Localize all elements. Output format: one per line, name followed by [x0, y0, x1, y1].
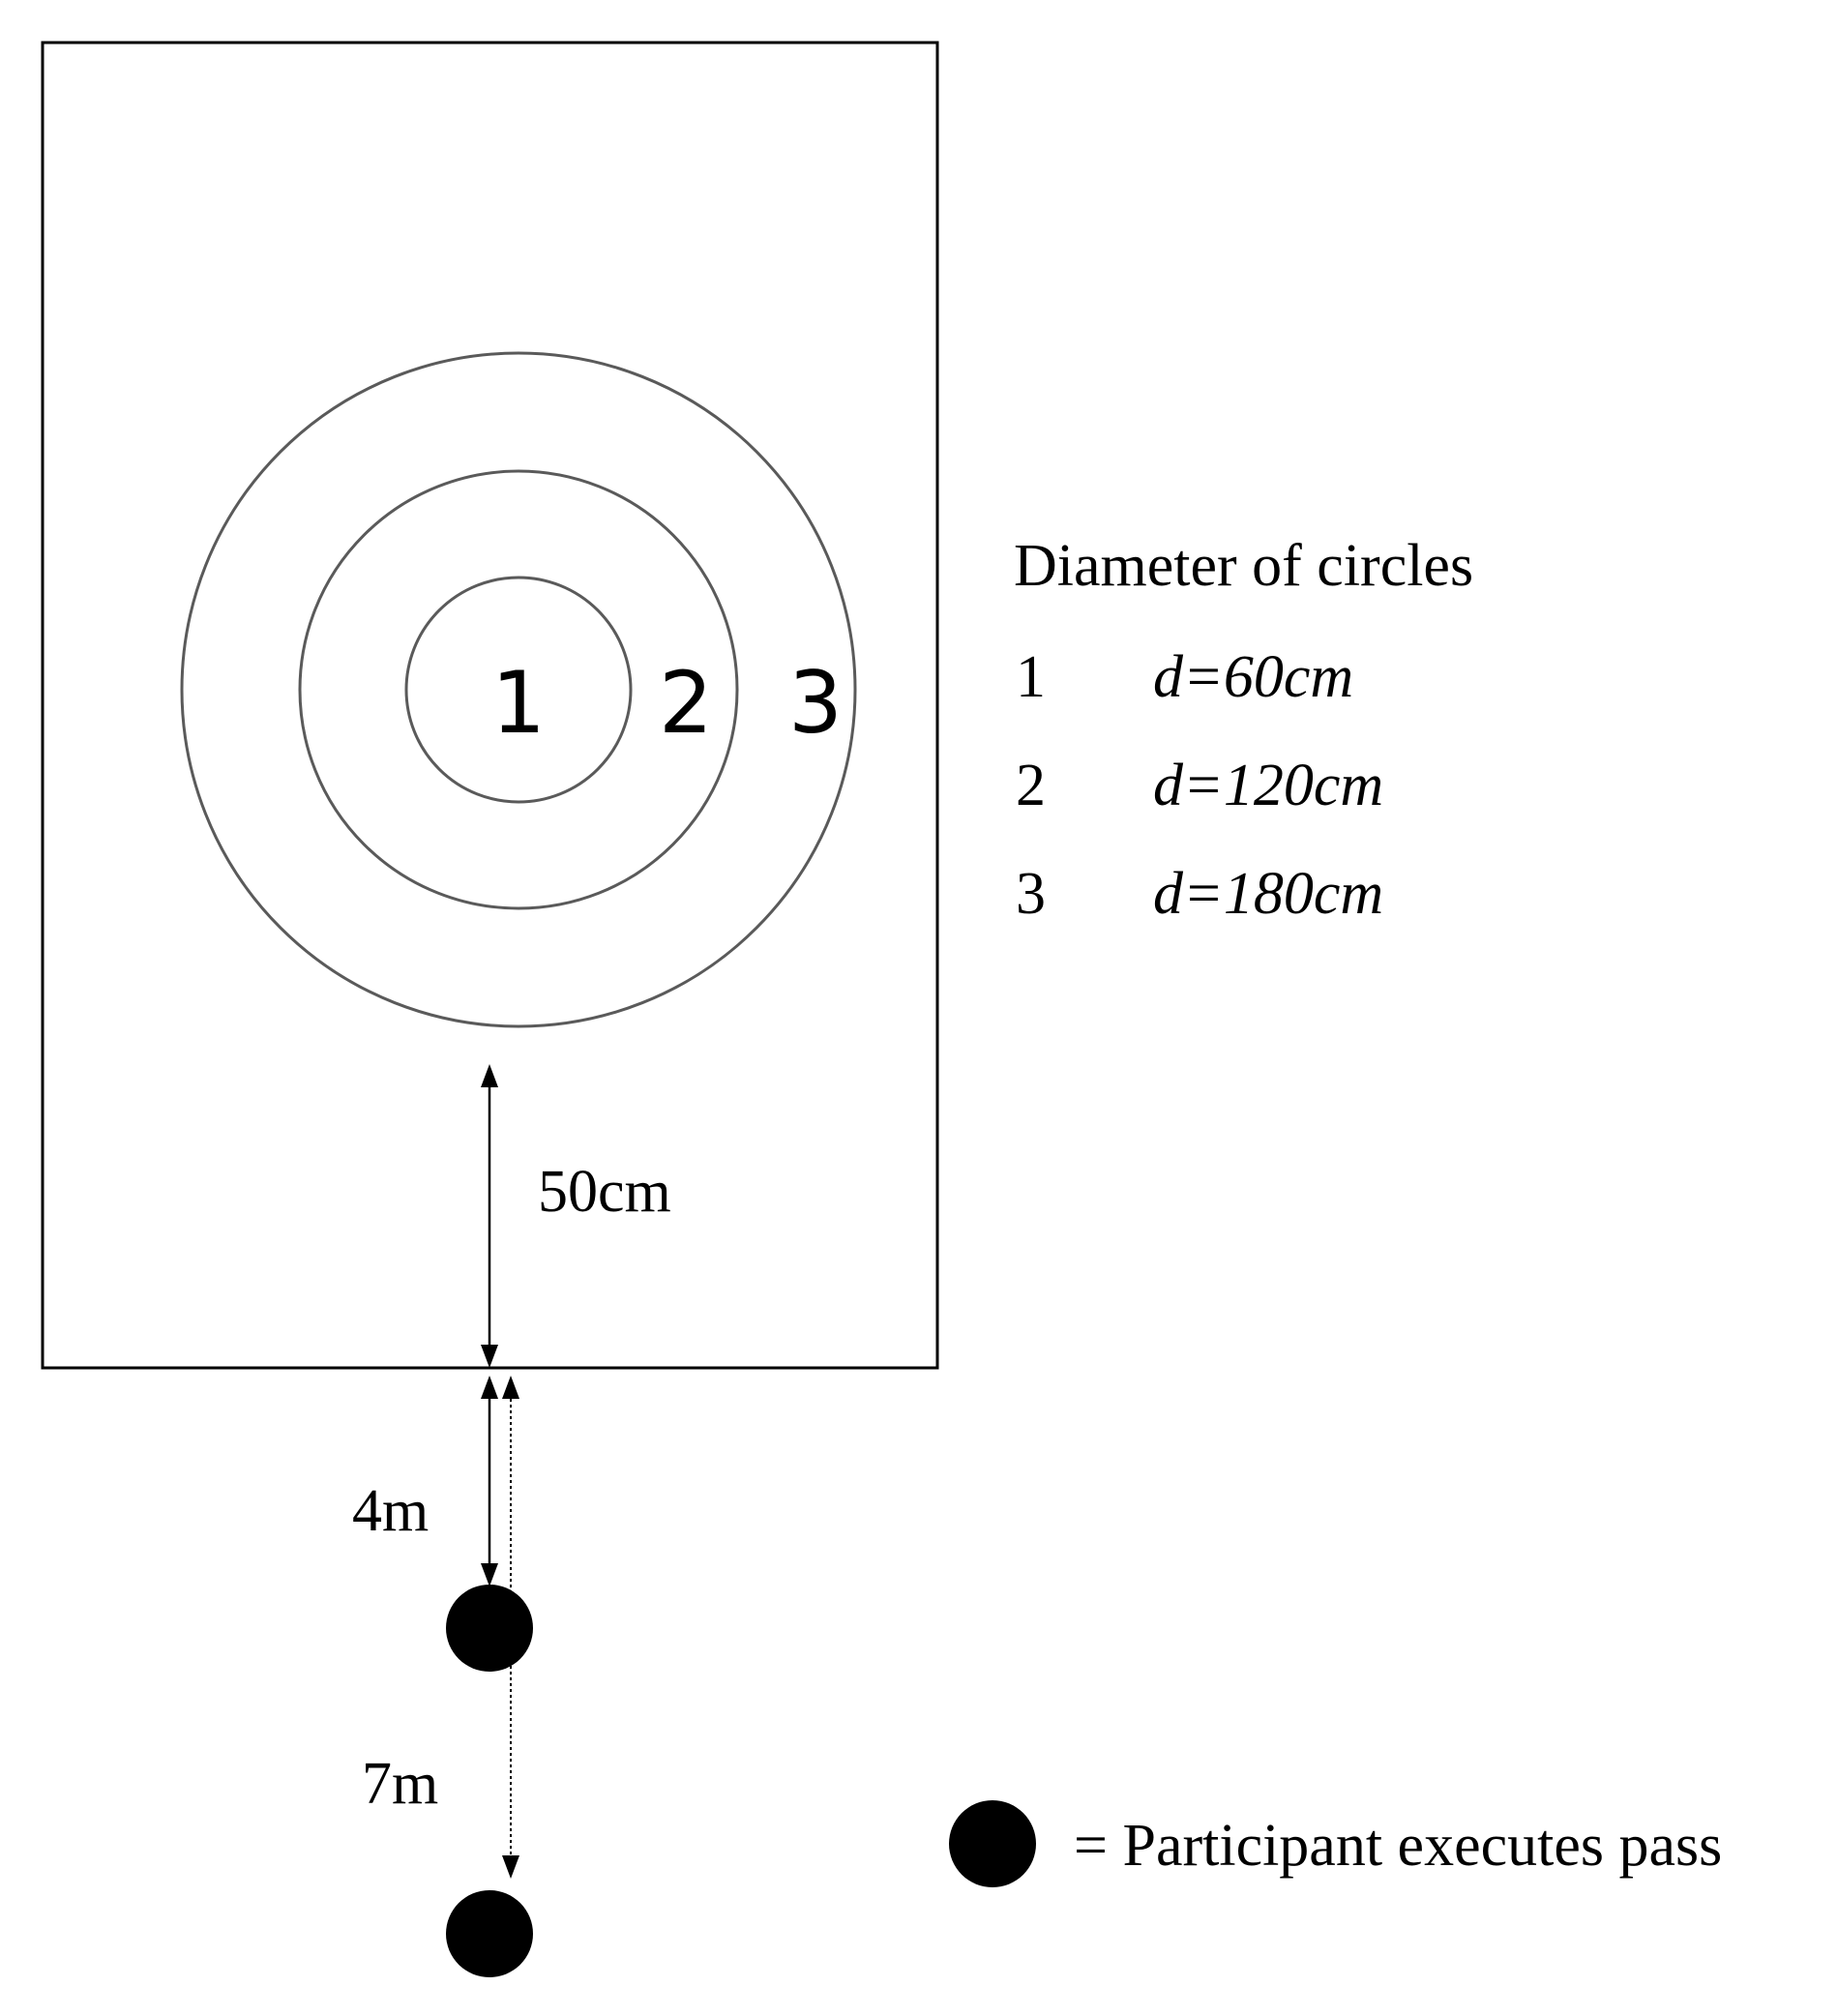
circle-1: [404, 576, 633, 804]
legend-item-2-number: 2: [1016, 753, 1046, 818]
circle-3: [180, 351, 857, 1028]
first-distance-arrow: [481, 1376, 498, 1586]
legend-item-3-value: d=180cm: [1153, 861, 1383, 927]
circle-1-label: 1: [491, 653, 546, 753]
second-distance-label: 7m: [362, 1751, 438, 1817]
legend-participant-text: = Participant executes pass: [1074, 1813, 1722, 1879]
legend-item-1-value: d=60cm: [1153, 644, 1353, 710]
participant-position-1: [446, 1585, 533, 1672]
circle-3-label: 3: [788, 653, 843, 753]
gap-dimension-arrow: [481, 1064, 498, 1368]
circle-2: [298, 469, 739, 910]
gap-dimension-label: 50cm: [538, 1159, 671, 1225]
circle-2-label: 2: [659, 653, 713, 753]
legend-item-1-number: 1: [1016, 644, 1046, 710]
first-distance-label: 4m: [352, 1478, 429, 1544]
legend-item-2-value: d=120cm: [1153, 753, 1383, 818]
legend-item-3-number: 3: [1016, 861, 1046, 927]
legend-participant-marker: [949, 1800, 1036, 1887]
target-board: [41, 41, 939, 1370]
legend-title: Diameter of circles: [1014, 533, 1473, 599]
participant-position-2: [446, 1890, 533, 1977]
